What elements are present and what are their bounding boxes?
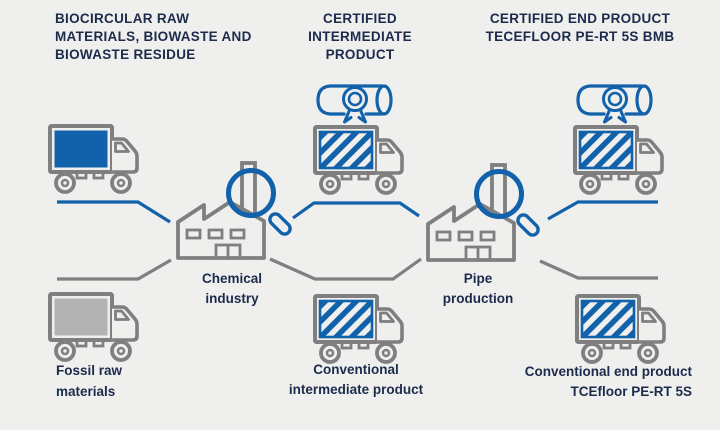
label-line: industry (205, 290, 259, 306)
truck-conventional-end-icon (575, 294, 666, 364)
label-conventional-intermediate: Conventional intermediate product (266, 360, 446, 399)
label-line: Chemical (201, 271, 263, 286)
header-line: MATERIALS, BIOWASTE AND (55, 29, 252, 44)
header-line: CERTIFIED END PRODUCT (489, 11, 671, 26)
header-line: INTERMEDIATE (308, 29, 412, 44)
certified-intermediate-flow-line (292, 201, 420, 220)
header-biocircular: BIOCIRCULAR RAW MATERIALS, BIOWASTE AND … (55, 10, 295, 64)
header-certified-end: CERTIFIED END PRODUCT TECEFLOOR PE-RT 5S… (455, 10, 705, 46)
flow-lines (57, 200, 658, 281)
header-line: CERTIFIED (323, 11, 397, 26)
label-conventional-end: Conventional end product TCEfloor PE-RT … (452, 362, 692, 401)
header-certified-intermediate: CERTIFIED INTERMEDIATE PRODUCT (285, 10, 435, 64)
label-line: Conventional end product (524, 364, 692, 379)
label-fossil-raw-materials: Fossil raw materials (56, 360, 216, 402)
truck-conventional-intermediate-icon (313, 294, 404, 364)
fossil-flow-line (57, 258, 172, 281)
truck-fossil-icon (48, 292, 139, 362)
header-line: BIOWASTE RESIDUE (55, 47, 196, 62)
pipe-production-factory-icon (426, 163, 540, 262)
label-line: TCEfloor PE-RT 5S (570, 383, 692, 399)
conventional-end-flow-line (539, 259, 658, 280)
label-line: intermediate product (288, 381, 424, 397)
header-line: BIOCIRCULAR RAW (55, 11, 190, 26)
biocircular-flow-line (57, 200, 171, 224)
certified-end-flow-line (547, 200, 658, 221)
label-line: production (442, 290, 514, 306)
certificate-scroll-icon (576, 84, 653, 124)
header-line: PRODUCT (325, 47, 395, 62)
truck-certified-end-icon (573, 125, 664, 195)
chemical-industry-factory-icon (176, 161, 292, 260)
label-pipe-production: Pipe production (418, 269, 538, 308)
truck-certified-intermediate-icon (313, 125, 404, 195)
truck-biocircular-icon (48, 124, 139, 194)
header-line: TECEFLOOR PE-RT 5S BMB (485, 29, 675, 44)
conventional-intermediate-flow-line (269, 257, 422, 281)
label-line: Pipe (463, 271, 493, 286)
certificate-scroll-icon (316, 84, 393, 124)
label-chemical-industry: Chemical industry (172, 269, 292, 308)
label-line: materials (56, 384, 116, 399)
label-line: Conventional (313, 362, 399, 377)
label-line: Fossil raw (56, 363, 123, 378)
